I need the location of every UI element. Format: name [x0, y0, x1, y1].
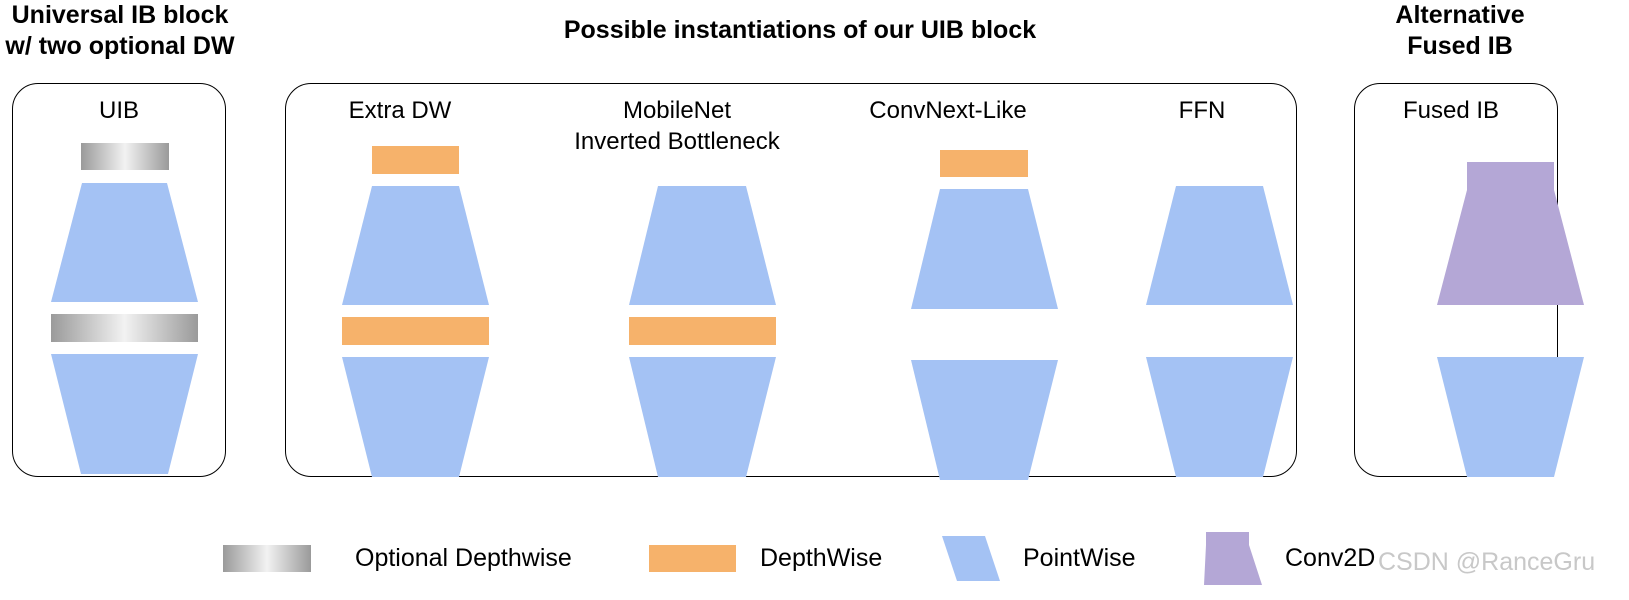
convnext-pointwise-project: [911, 360, 1058, 480]
extra-dw-depthwise-middle: [342, 317, 489, 345]
uib-title: UIB: [98, 97, 139, 124]
csdn-watermark: CSDN @RanceGru: [1378, 548, 1596, 576]
fused-ib-conv2d: [1437, 162, 1584, 305]
uib-header-line1: Universal IB block: [11, 1, 229, 29]
legend-conv2d-swatch: [1204, 532, 1262, 585]
ffn-title: FFN: [1178, 97, 1226, 124]
alt-header-line1: Alternative: [1395, 1, 1525, 29]
uib-header-line2: w/ two optional DW: [5, 32, 235, 60]
ffn-pointwise-expand: [1146, 186, 1293, 305]
legend-conv2d-label: Conv2D: [1285, 544, 1376, 572]
mobilenet-title: MobileNet Inverted Bottleneck: [537, 95, 817, 157]
legend-optional-depthwise-swatch: [223, 545, 311, 572]
legend-pointwise-swatch: [942, 536, 1000, 581]
fused-ib-title: Fused IB: [1402, 97, 1500, 124]
mobilenet-depthwise: [629, 317, 776, 345]
uib-section-header: Universal IB block w/ two optional DW: [0, 0, 240, 62]
uib-pointwise-expand: [51, 183, 198, 302]
mobilenet-title-line1: MobileNet: [622, 97, 732, 124]
legend-optional-depthwise-label: Optional Depthwise: [355, 544, 572, 572]
ffn-pointwise-project: [1146, 357, 1293, 477]
mobilenet-pointwise-project: [629, 357, 776, 477]
mobilenet-pointwise-expand: [629, 186, 776, 305]
legend-pointwise-label: PointWise: [1023, 544, 1136, 572]
legend-depthwise-label: DepthWise: [760, 544, 883, 572]
uib-pointwise-project: [51, 354, 198, 474]
alt-header-line2: Fused IB: [1407, 32, 1513, 60]
uib-optional-depthwise-middle: [51, 314, 198, 342]
extra-dw-depthwise-top: [372, 146, 459, 174]
legend-depthwise-swatch: [649, 545, 736, 572]
extra-dw-pointwise-expand: [342, 186, 489, 305]
convnext-pointwise-expand: [911, 189, 1058, 309]
alternative-header: Alternative Fused IB: [1360, 0, 1560, 62]
extra-dw-pointwise-project: [342, 357, 489, 477]
mobilenet-title-line2: Inverted Bottleneck: [574, 128, 780, 155]
instantiations-header: Possible instantiations of our UIB block: [563, 16, 1037, 44]
uib-optional-depthwise-top: [81, 143, 169, 170]
convnext-title: ConvNext-Like: [869, 97, 1027, 124]
extra-dw-title: Extra DW: [348, 97, 452, 124]
convnext-depthwise: [940, 150, 1028, 177]
fused-ib-pointwise-project: [1437, 357, 1584, 477]
